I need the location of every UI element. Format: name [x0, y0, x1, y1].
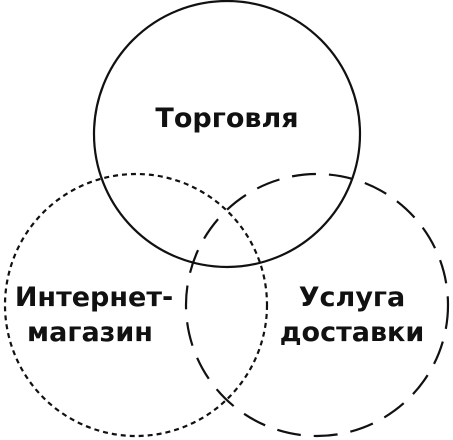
circle-trade — [92, 0, 362, 269]
circle-delivery — [184, 172, 450, 438]
label-delivery-line2: доставки — [280, 317, 425, 348]
circle-online-store — [3, 172, 269, 438]
label-online-store-line2: магазин — [27, 317, 153, 348]
label-trade: Торговля — [155, 103, 298, 134]
label-delivery-line1: Услуга — [299, 282, 406, 313]
label-online-store-line1: Интернет- — [15, 282, 173, 313]
